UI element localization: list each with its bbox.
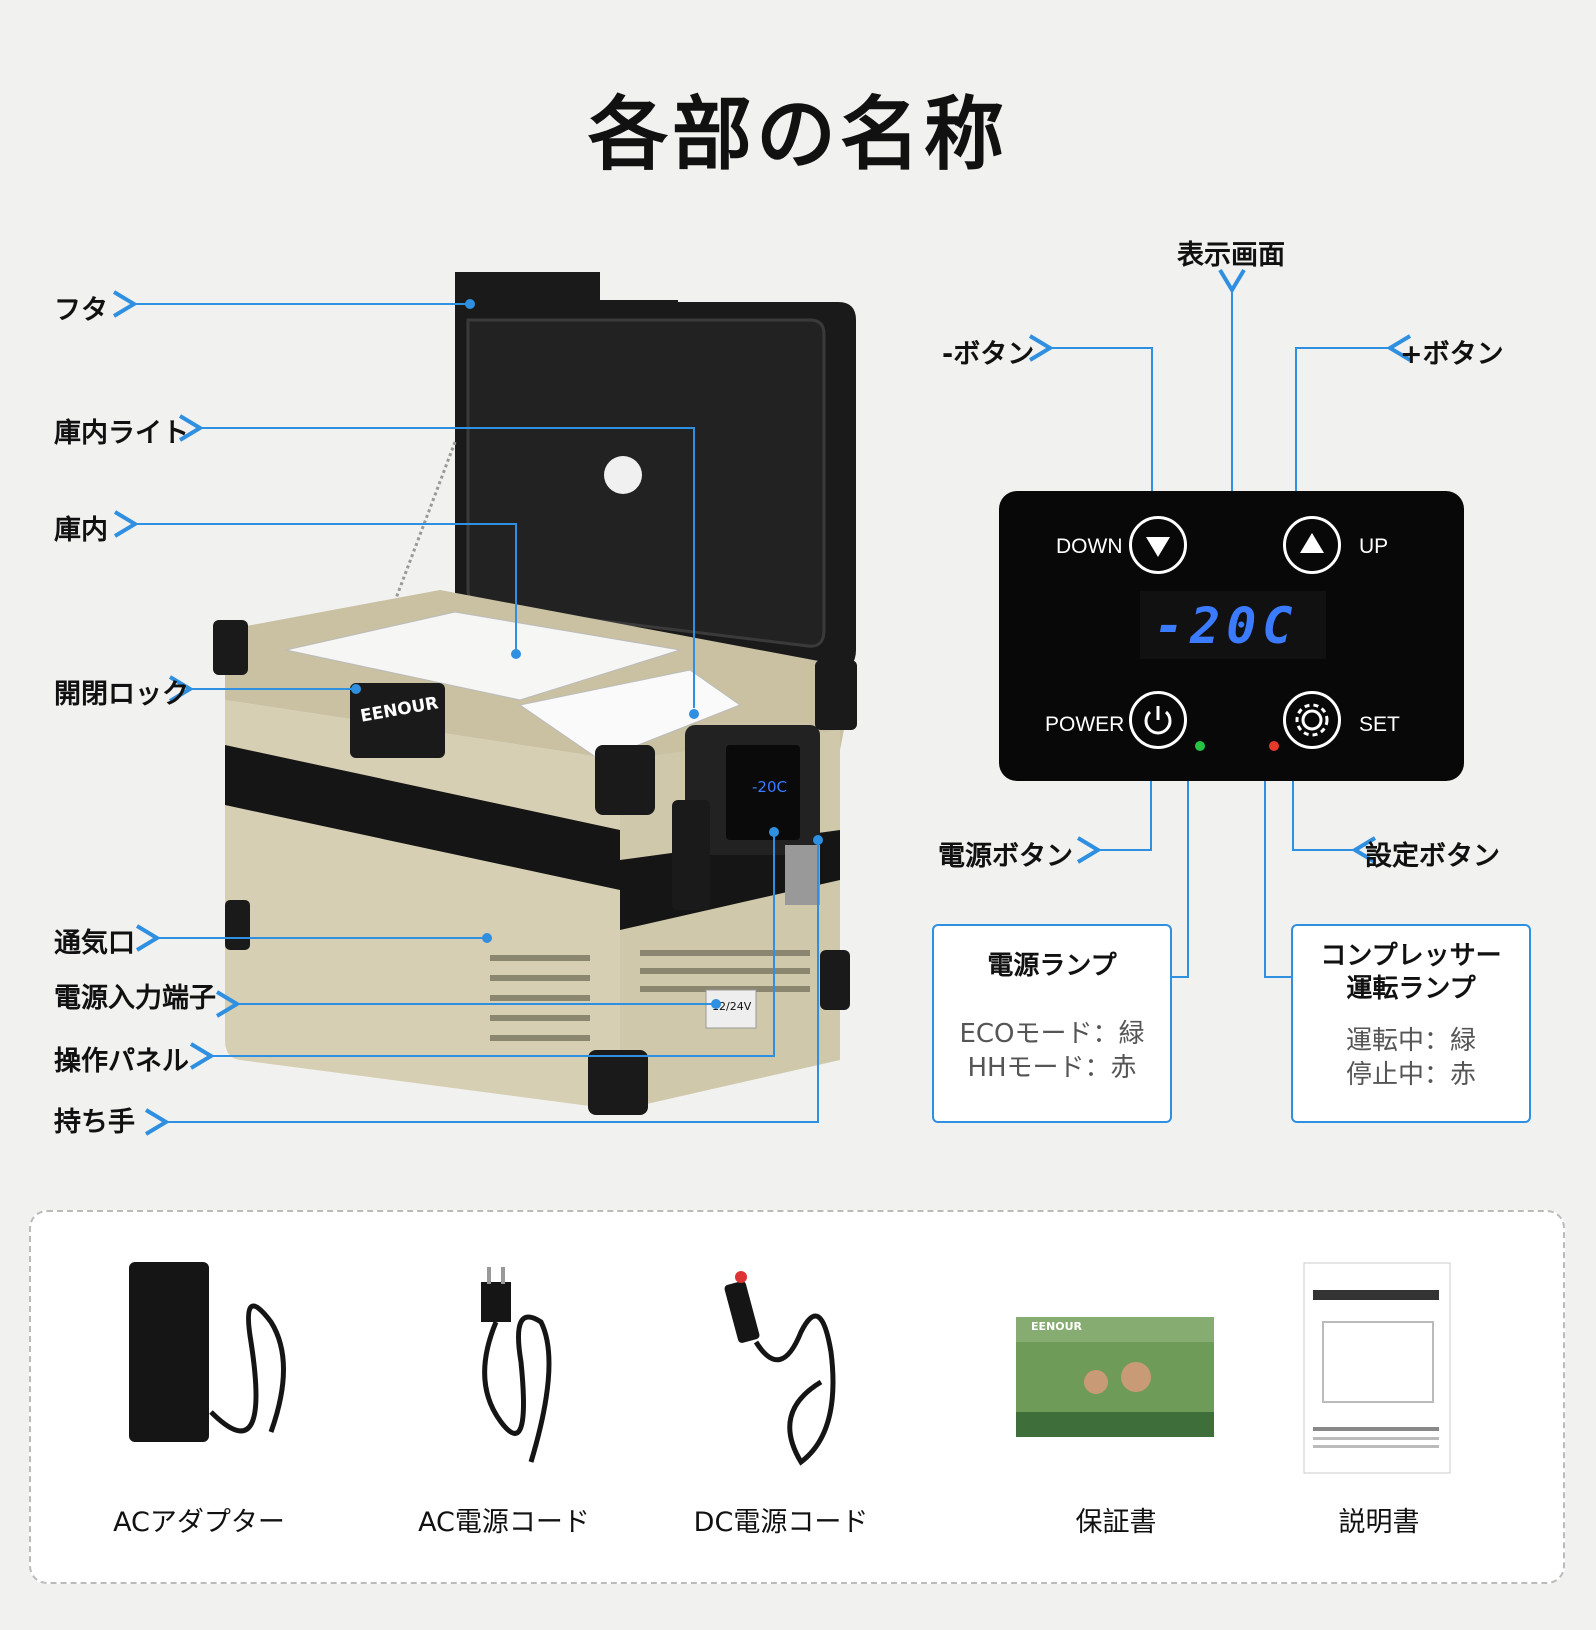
compressor-lamp-led bbox=[1269, 741, 1279, 751]
power-lamp-title: 電源ランプ bbox=[987, 951, 1117, 981]
temperature-display: -20C bbox=[1140, 591, 1326, 659]
ac-cord-image bbox=[481, 1267, 552, 1463]
up-label: UP bbox=[1359, 535, 1389, 558]
dc-cord-image bbox=[724, 1271, 836, 1466]
power-label: POWER bbox=[1045, 713, 1125, 736]
accessory-manual: 説明書 bbox=[1338, 1507, 1420, 1538]
manual-image bbox=[1303, 1262, 1451, 1474]
down-label: DOWN bbox=[1056, 535, 1123, 558]
ac-adapter-image bbox=[129, 1262, 286, 1442]
accessory-dc-cord: DC電源コード bbox=[693, 1507, 869, 1538]
label-interior: 庫内 bbox=[54, 515, 108, 546]
label-plus-button: +ボタン bbox=[1400, 339, 1504, 370]
fridge-mini-display: -20C bbox=[752, 778, 787, 796]
page-title: 各部の名称 bbox=[588, 88, 1008, 181]
power-lamp-led bbox=[1195, 741, 1205, 751]
compressor-lamp-stopped: 停止中：赤 bbox=[1345, 1060, 1476, 1090]
warranty-card-image bbox=[1016, 1317, 1214, 1437]
compressor-lamp-title-1: コンプレッサー bbox=[1320, 941, 1502, 971]
set-button[interactable] bbox=[1283, 691, 1341, 749]
triangle-down-icon bbox=[1146, 537, 1170, 557]
down-button[interactable] bbox=[1129, 516, 1187, 574]
label-interior-light: 庫内ライト bbox=[54, 418, 189, 449]
accessories-section: ACアダプター AC電源コード DC電源コード EENOUR 保証書 説明書 bbox=[29, 1210, 1565, 1584]
triangle-up-icon bbox=[1300, 533, 1324, 553]
power-port-label: 12/24V bbox=[712, 1000, 752, 1013]
temperature-value: -20C bbox=[1154, 597, 1299, 655]
power-button[interactable] bbox=[1129, 691, 1187, 749]
accessory-warranty: 保証書 bbox=[1075, 1507, 1157, 1538]
control-panel-closeup: DOWN UP -20C POWER SET bbox=[999, 491, 1464, 781]
label-minus-button: -ボタン bbox=[942, 339, 1035, 370]
label-vent: 通気口 bbox=[54, 928, 135, 959]
label-power-input: 電源入力端子 bbox=[54, 983, 216, 1014]
label-display: 表示画面 bbox=[1177, 240, 1285, 271]
label-lock: 開閉ロック bbox=[54, 679, 189, 710]
set-label: SET bbox=[1359, 713, 1400, 736]
power-icon bbox=[1144, 706, 1172, 735]
power-lamp-eco: ECOモード：緑 bbox=[959, 1019, 1145, 1049]
compressor-lamp-running: 運転中：緑 bbox=[1345, 1026, 1476, 1056]
label-handle: 持ち手 bbox=[54, 1107, 135, 1138]
power-lamp-hh: HHモード：赤 bbox=[967, 1053, 1137, 1083]
compressor-lamp-title-2: 運転ランプ bbox=[1346, 974, 1476, 1004]
label-power-button: 電源ボタン bbox=[938, 841, 1073, 872]
power-lamp-info: 電源ランプ ECOモード：緑 HHモード：赤 bbox=[932, 924, 1172, 1123]
compressor-lamp-info: コンプレッサー 運転ランプ 運転中：緑 停止中：赤 bbox=[1291, 924, 1531, 1123]
gear-icon bbox=[1295, 703, 1329, 737]
accessory-ac-cord: AC電源コード bbox=[418, 1507, 590, 1538]
label-set-button: 設定ボタン bbox=[1365, 841, 1500, 872]
label-control-panel: 操作パネル bbox=[54, 1046, 189, 1077]
up-button[interactable] bbox=[1283, 516, 1341, 574]
warranty-brand: EENOUR bbox=[1031, 1320, 1082, 1333]
accessory-ac-adapter: ACアダプター bbox=[113, 1507, 285, 1538]
label-lid: フタ bbox=[54, 295, 108, 326]
